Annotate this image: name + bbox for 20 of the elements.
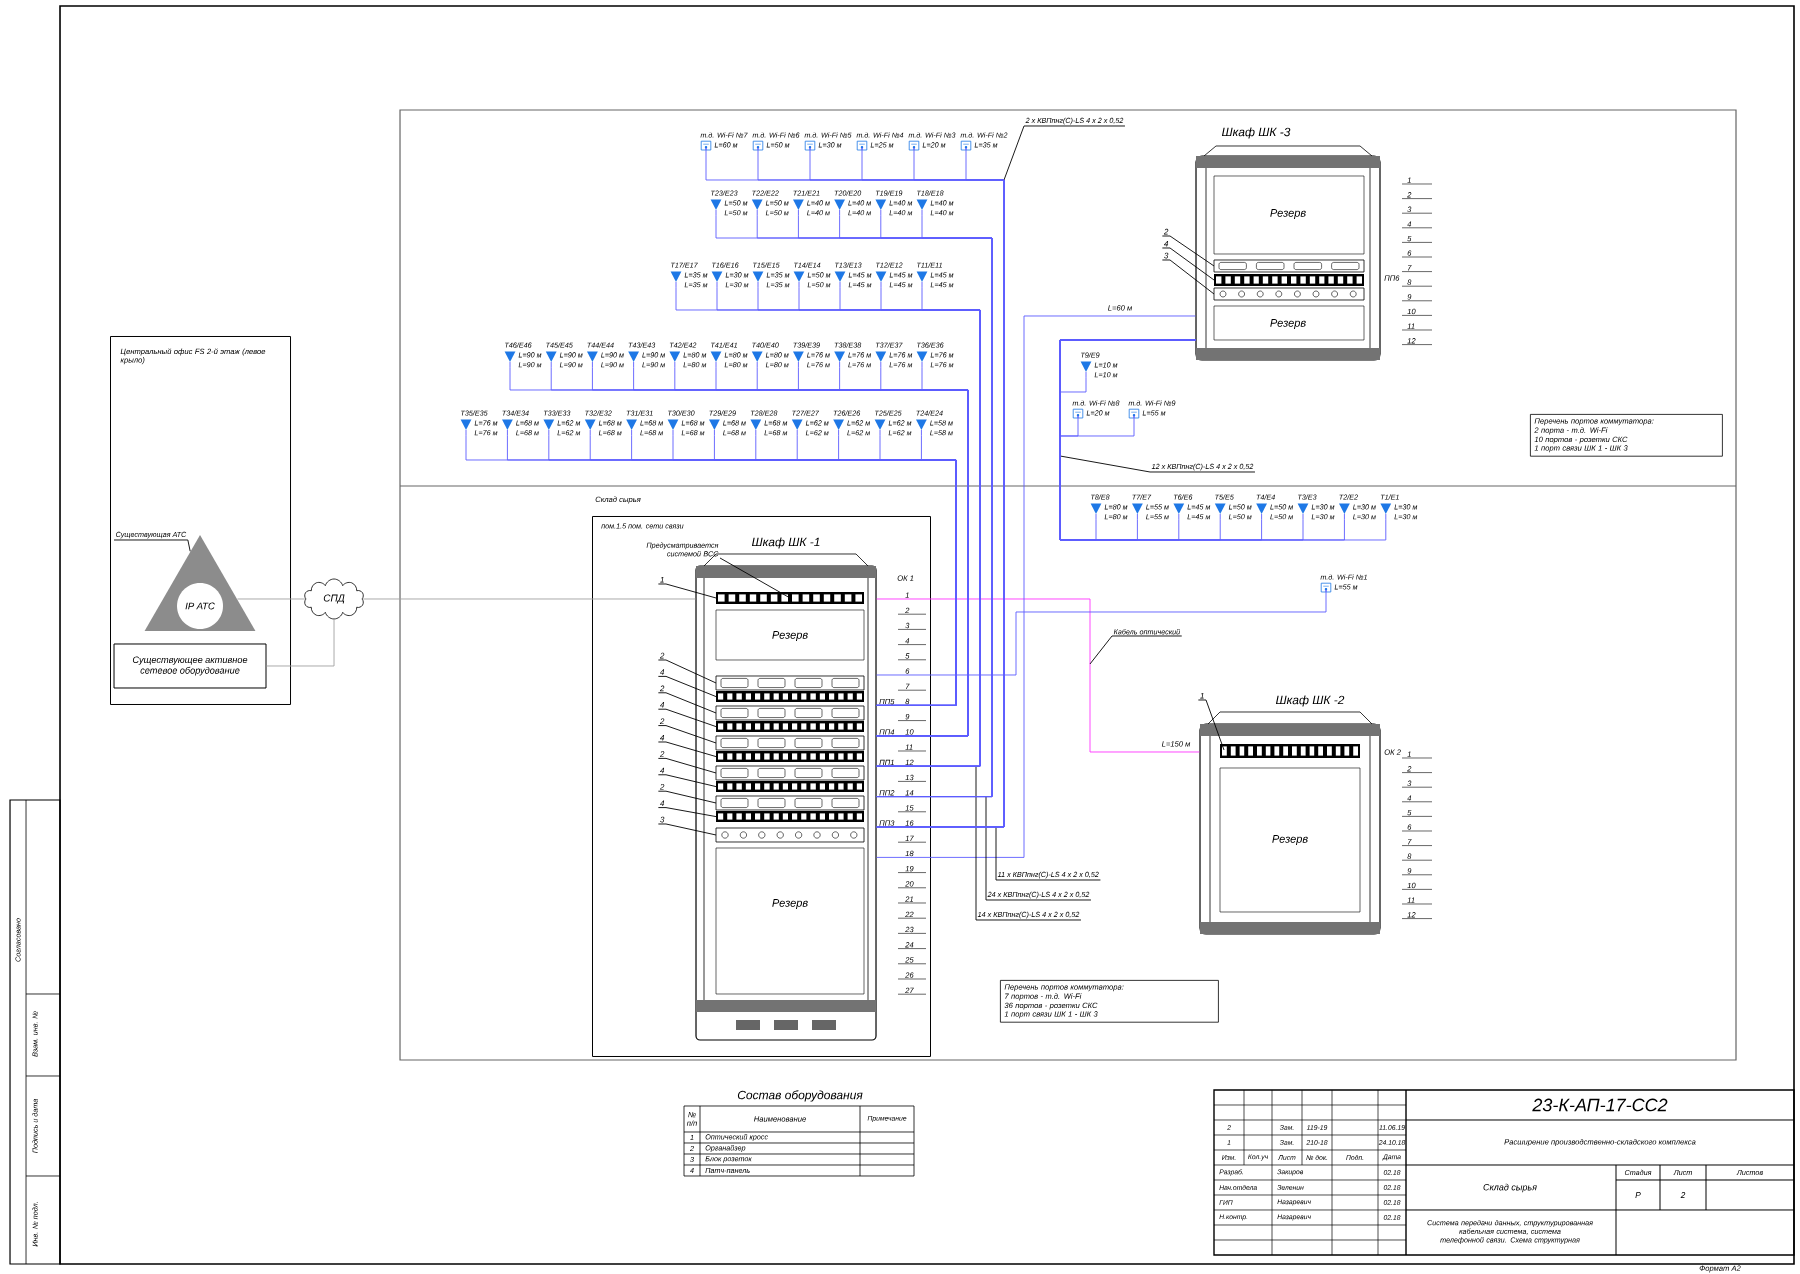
drawing-code: 23-К-АП-17-СС2 (1532, 1098, 1668, 1112)
leader-line (995, 826, 1101, 881)
leader-line (1003, 125, 1126, 181)
cable-line (362, 598, 696, 600)
cable-line (876, 598, 1200, 753)
cable-line (465, 435, 957, 706)
cable-line (237, 598, 306, 600)
leader-line (1059, 455, 1256, 473)
cable-line (675, 287, 981, 767)
cable-line (715, 215, 993, 798)
cable-line (509, 367, 969, 737)
leader-line (113, 539, 191, 552)
cable-line (876, 589, 1327, 676)
leader-line (975, 765, 1082, 921)
cable-line (1059, 339, 1387, 541)
cable-line (876, 315, 1196, 858)
leader-line (1089, 635, 1183, 665)
leader-line (1197, 699, 1225, 751)
cable-line (266, 618, 335, 667)
leader-line (985, 796, 1092, 901)
